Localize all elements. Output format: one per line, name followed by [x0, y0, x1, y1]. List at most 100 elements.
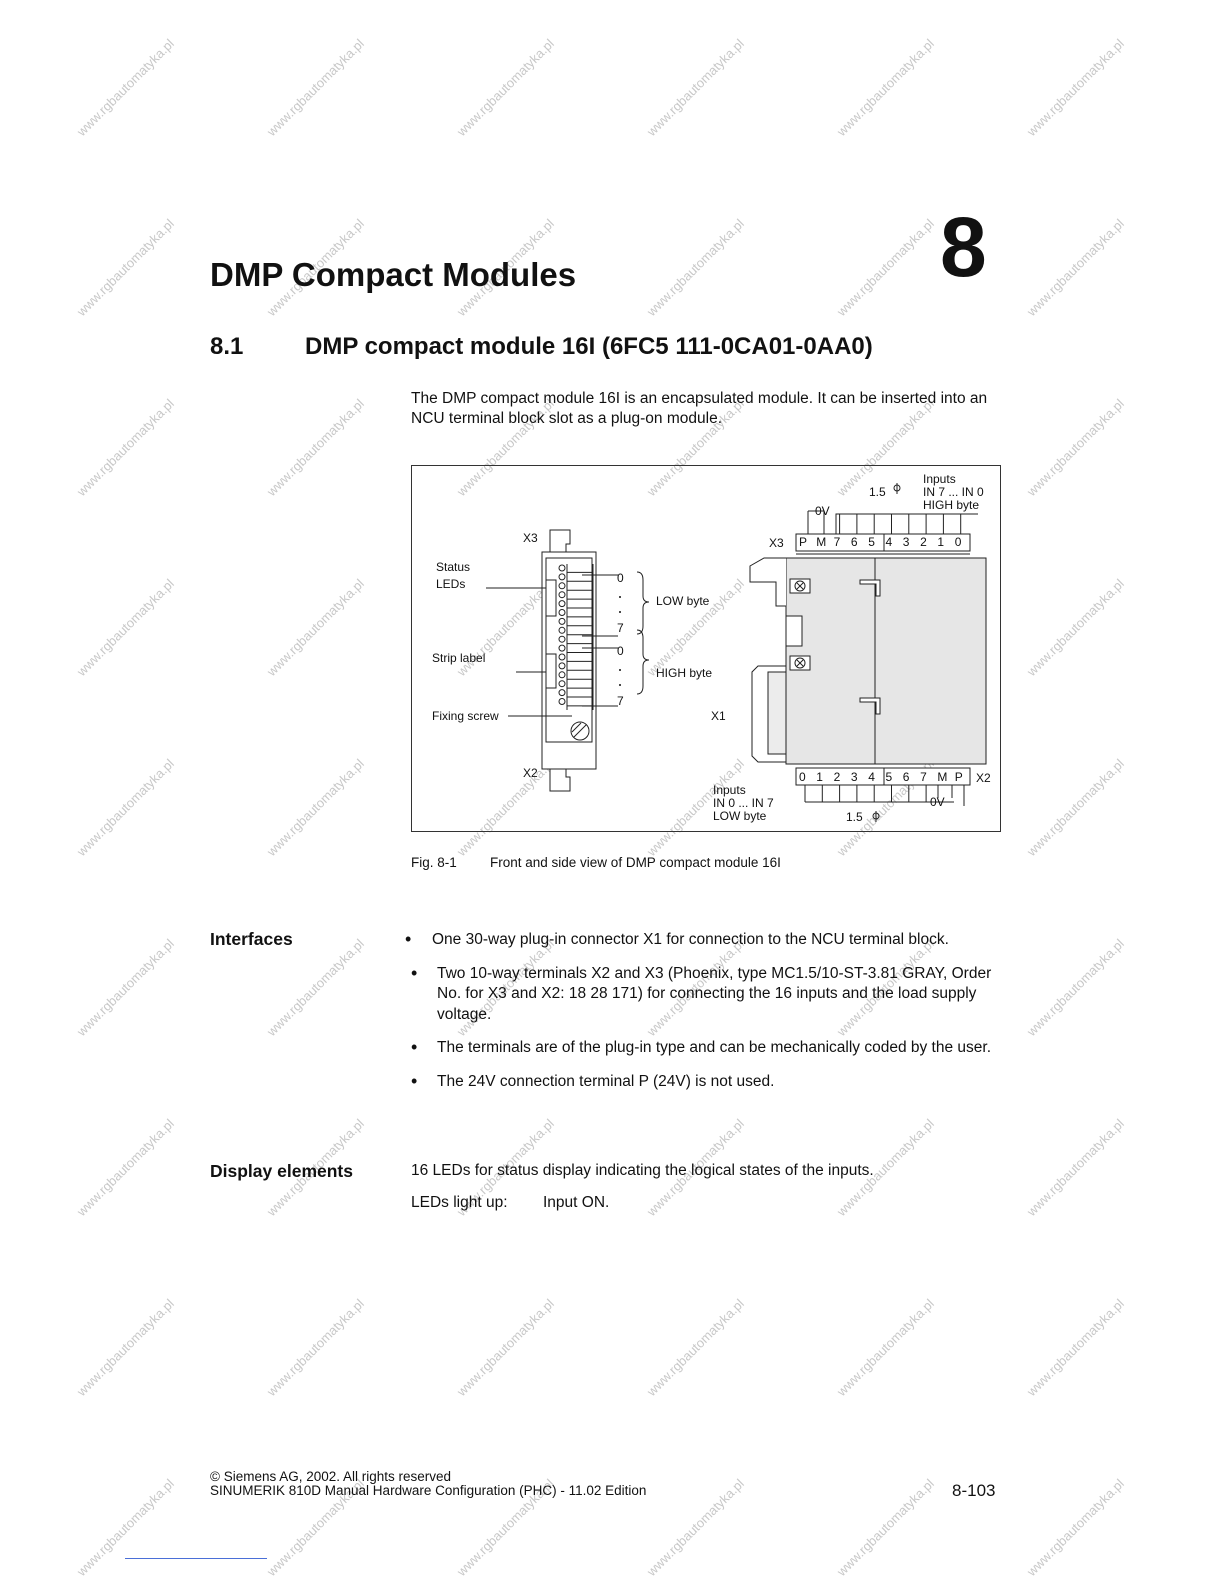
- label-bottom-inputs-byte: LOW byte: [713, 809, 767, 823]
- x3-terminal-label: M: [816, 535, 826, 549]
- watermark-text: www.rgbautomatyka.pl: [453, 1295, 557, 1400]
- watermark-text: www.rgbautomatyka.pl: [73, 215, 177, 320]
- watermark-text: www.rgbautomatyka.pl: [643, 1475, 747, 1580]
- label-low-7: 7: [617, 621, 624, 635]
- status-led: [558, 573, 566, 581]
- list-item: •The 24V connection terminal P (24V) is …: [411, 1070, 775, 1091]
- watermark-text: www.rgbautomatyka.pl: [833, 1475, 937, 1580]
- display-heading: Display elements: [210, 1161, 353, 1181]
- watermark-text: www.rgbautomatyka.pl: [263, 575, 367, 680]
- status-led: [558, 626, 566, 634]
- leds-label: LEDs light up:: [411, 1194, 508, 1211]
- status-led: [558, 600, 566, 608]
- figure-caption-number: Fig. 8-1: [411, 855, 457, 870]
- status-led: [558, 582, 566, 590]
- status-led: [558, 609, 566, 616]
- section-title: DMP compact module 16I (6FC5 111-0CA01-0…: [305, 333, 873, 360]
- label-x1: X1: [711, 709, 726, 723]
- watermark-text: www.rgbautomatyka.pl: [1023, 1115, 1127, 1220]
- x3-terminal-label: 1: [937, 535, 944, 549]
- watermark-text: www.rgbautomatyka.pl: [263, 35, 367, 140]
- x2-terminal-label: 0: [799, 770, 806, 784]
- label-status-leds: Status: [436, 560, 470, 574]
- watermark-text: www.rgbautomatyka.pl: [1023, 755, 1127, 860]
- watermark-text: www.rgbautomatyka.pl: [1023, 215, 1127, 320]
- chapter-title: DMP Compact Modules: [210, 256, 577, 293]
- label-fixing-screw: Fixing screw: [432, 709, 499, 723]
- status-led: [558, 564, 566, 572]
- watermark-text: www.rgbautomatyka.pl: [1023, 575, 1127, 680]
- status-led: [558, 644, 566, 652]
- watermark-text: www.rgbautomatyka.pl: [1023, 395, 1127, 500]
- status-led: [558, 698, 566, 705]
- label-low-byte: LOW byte: [656, 594, 710, 608]
- x2-terminal-label: 4: [868, 770, 875, 784]
- watermark-text: www.rgbautomatyka.pl: [1023, 35, 1127, 140]
- status-led-column: [558, 564, 593, 707]
- label-top-inputs-range: IN 7 ... IN 0: [923, 485, 984, 499]
- list-item: •Two 10-way terminals X2 and X3 (Phoenix…: [411, 962, 992, 1023]
- bottom-link-rule: [125, 1558, 267, 1559]
- status-led: [558, 635, 566, 643]
- module-figure: X3 X2 Status LEDs Strip label Fixing scr…: [411, 465, 1001, 832]
- watermark-text: www.rgbautomatyka.pl: [73, 755, 177, 860]
- status-led: [558, 591, 566, 599]
- status-led: [558, 689, 566, 697]
- ellipsis-dots: [619, 596, 621, 686]
- watermark-text: www.rgbautomatyka.pl: [263, 1295, 367, 1400]
- watermark-text: www.rgbautomatyka.pl: [263, 395, 367, 500]
- front-view: [541, 529, 597, 792]
- watermark-text: www.rgbautomatyka.pl: [73, 395, 177, 500]
- watermark-text: www.rgbautomatyka.pl: [833, 35, 937, 140]
- page-number: 8-103: [952, 1481, 996, 1500]
- label-x3-front: X3: [523, 531, 538, 545]
- display-text: 16 LEDs for status display indicating th…: [411, 1162, 874, 1179]
- label-bottom-0v: 0V: [930, 795, 945, 809]
- x3-terminal-label: P: [799, 535, 807, 549]
- watermark-text: www.rgbautomatyka.pl: [263, 755, 367, 860]
- interfaces-heading: Interfaces: [210, 929, 293, 949]
- label-high-0: 0: [617, 644, 624, 658]
- watermark-text: www.rgbautomatyka.pl: [643, 35, 747, 140]
- watermark-text: www.rgbautomatyka.pl: [73, 1295, 177, 1400]
- watermark-text: www.rgbautomatyka.pl: [73, 935, 177, 1040]
- x3-terminal-label: 5: [868, 535, 875, 549]
- x2-terminal-label: 2: [834, 770, 841, 784]
- label-bottom-inputs: Inputs: [713, 783, 746, 797]
- footer-manual: SINUMERIK 810D Manual Hardware Configura…: [210, 1483, 647, 1498]
- x2-terminal-label: 7: [920, 770, 927, 784]
- label-top-inputs: Inputs: [923, 472, 956, 486]
- label-status-leds-2: LEDs: [436, 577, 465, 591]
- watermark-text: www.rgbautomatyka.pl: [1023, 1295, 1127, 1400]
- x2-terminal-label: P: [955, 770, 963, 784]
- side-view: [749, 533, 987, 786]
- watermark-text: www.rgbautomatyka.pl: [73, 1115, 177, 1220]
- label-bottom-wire: 1.5: [846, 810, 863, 824]
- x3-terminal-label: 0: [955, 535, 962, 549]
- watermark-text: www.rgbautomatyka.pl: [833, 215, 937, 320]
- x2-terminal-label: M: [937, 770, 947, 784]
- x2-terminal-label: 6: [903, 770, 910, 784]
- watermark-text: www.rgbautomatyka.pl: [453, 35, 557, 140]
- status-led: [558, 662, 566, 670]
- status-led: [558, 653, 566, 661]
- watermark-text: www.rgbautomatyka.pl: [73, 575, 177, 680]
- label-top-inputs-byte: HIGH byte: [923, 498, 979, 512]
- watermark-text: www.rgbautomatyka.pl: [263, 935, 367, 1040]
- status-led: [558, 680, 566, 688]
- label-strip: Strip label: [432, 651, 485, 665]
- watermark-text: www.rgbautomatyka.pl: [643, 215, 747, 320]
- label-x3-side: X3: [769, 536, 784, 550]
- label-top-wire: 1.5: [869, 485, 886, 499]
- footer-copyright: © Siemens AG, 2002. All rights reserved: [210, 1469, 452, 1484]
- watermark-text: www.rgbautomatyka.pl: [73, 1475, 177, 1580]
- status-led: [558, 617, 566, 625]
- leds-value: Input ON.: [543, 1194, 610, 1211]
- module-diagram: X3 X2 Status LEDs Strip label Fixing scr…: [432, 472, 991, 824]
- intro-paragraph: The DMP compact module 16I is an encapsu…: [411, 390, 988, 427]
- watermark-text: www.rgbautomatyka.pl: [1023, 1475, 1127, 1580]
- watermark-text: www.rgbautomatyka.pl: [643, 1295, 747, 1400]
- label-top-0v: 0V: [815, 504, 830, 518]
- label-high-7: 7: [617, 694, 624, 708]
- watermark-text: www.rgbautomatyka.pl: [833, 1295, 937, 1400]
